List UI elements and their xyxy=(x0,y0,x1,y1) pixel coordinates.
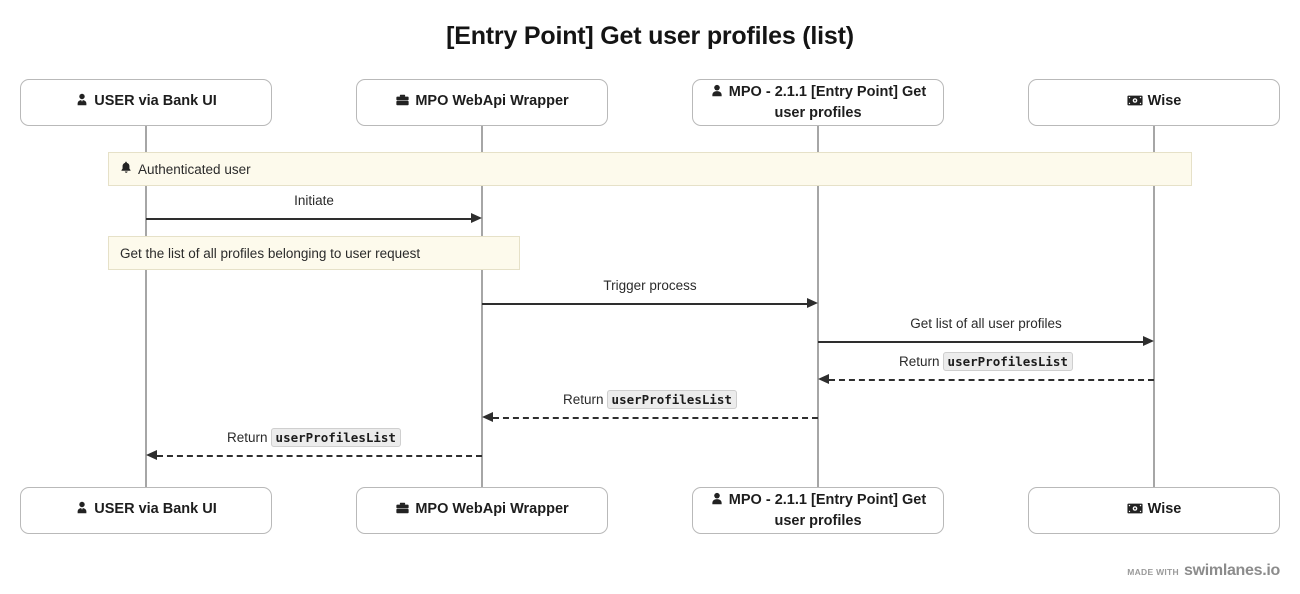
bell-icon xyxy=(120,161,132,177)
user-tie-icon xyxy=(75,93,89,113)
briefcase-icon xyxy=(395,93,410,113)
message-trigger-process-line xyxy=(482,303,807,305)
note-authenticated-user: Authenticated user xyxy=(108,152,1192,186)
message-return-profiles-wise-to-mpo-arrowhead xyxy=(818,374,829,384)
person-icon xyxy=(710,492,724,512)
participant-top-mpo[interactable]: MPO - 2.1.1 [Entry Point] Get user profi… xyxy=(692,79,944,126)
participant-top-wise-text: Wise xyxy=(1147,93,1182,109)
participant-bottom-user-label: USER via Bank UI xyxy=(75,500,217,521)
page-title: [Entry Point] Get user profiles (list) xyxy=(446,22,854,50)
message-initiate-line xyxy=(146,218,471,220)
briefcase-icon xyxy=(395,501,410,521)
message-trigger-process-arrowhead xyxy=(807,298,818,308)
note-authenticated-user-text: Authenticated user xyxy=(138,161,251,177)
message-return-profiles-mpo-to-wrapper-arrowhead xyxy=(482,412,493,422)
participant-top-wrapper[interactable]: MPO WebApi Wrapper xyxy=(356,79,608,126)
participant-bottom-mpo-text: MPO - 2.1.1 [Entry Point] Get user profi… xyxy=(728,491,927,529)
message-initiate-label: Initiate xyxy=(146,193,482,208)
lifeline-user xyxy=(145,126,147,487)
participant-top-wise[interactable]: Wise xyxy=(1028,79,1280,126)
participant-top-wrapper-label: MPO WebApi Wrapper xyxy=(395,92,569,113)
participant-top-mpo-text: MPO - 2.1.1 [Entry Point] Get user profi… xyxy=(728,83,927,121)
message-get-list-of-all-user-profiles-arrowhead xyxy=(1143,336,1154,346)
participant-bottom-user-text: USER via Bank UI xyxy=(94,501,217,517)
footer-made-with-text: MADE WITH xyxy=(1127,567,1179,577)
message-return-profiles-mpo-to-wrapper-token: userProfilesList xyxy=(606,390,737,409)
message-trigger-process-label: Trigger process xyxy=(482,278,818,293)
participant-bottom-mpo-label: MPO - 2.1.1 [Entry Point] Get user profi… xyxy=(701,491,935,531)
participant-bottom-mpo[interactable]: MPO - 2.1.1 [Entry Point] Get user profi… xyxy=(692,487,944,534)
message-return-profiles-wise-to-mpo-text: Return xyxy=(899,354,940,369)
message-trigger-process-text: Trigger process xyxy=(603,278,697,293)
participant-top-user[interactable]: USER via Bank UI xyxy=(20,79,272,126)
participant-bottom-wrapper-text: MPO WebApi Wrapper xyxy=(415,501,569,517)
message-initiate-arrowhead xyxy=(471,213,482,223)
footer-branding[interactable]: MADE WITH swimlanes.io xyxy=(1127,562,1280,580)
message-get-list-of-all-user-profiles-label: Get list of all user profiles xyxy=(818,316,1154,331)
participant-bottom-user[interactable]: USER via Bank UI xyxy=(20,487,272,534)
lifeline-mpo xyxy=(817,126,819,487)
banknote-icon xyxy=(1127,502,1143,521)
message-return-profiles-wise-to-mpo-line xyxy=(829,379,1154,381)
participant-top-user-text: USER via Bank UI xyxy=(94,93,217,109)
message-return-profiles-mpo-to-wrapper-text: Return xyxy=(563,392,604,407)
participant-bottom-wise-label: Wise xyxy=(1127,500,1182,521)
participant-top-user-label: USER via Bank UI xyxy=(75,92,217,113)
message-get-list-of-all-user-profiles-line xyxy=(818,341,1143,343)
banknote-icon xyxy=(1127,94,1143,113)
participant-top-mpo-label: MPO - 2.1.1 [Entry Point] Get user profi… xyxy=(701,83,935,123)
note-get-list-request-text: Get the list of all profiles belonging t… xyxy=(120,245,421,261)
participant-bottom-wrapper-label: MPO WebApi Wrapper xyxy=(395,500,569,521)
participant-top-wrapper-text: MPO WebApi Wrapper xyxy=(415,93,569,109)
message-return-profiles-wrapper-to-user-token: userProfilesList xyxy=(270,428,401,447)
message-return-profiles-wrapper-to-user-line xyxy=(157,455,482,457)
note-get-list-request: Get the list of all profiles belonging t… xyxy=(108,236,520,270)
person-icon xyxy=(710,84,724,104)
lifeline-wise xyxy=(1153,126,1155,487)
lifeline-wrapper xyxy=(481,126,483,487)
footer-brand-text: swimlanes.io xyxy=(1184,562,1280,579)
participant-bottom-wise[interactable]: Wise xyxy=(1028,487,1280,534)
message-return-profiles-wrapper-to-user-arrowhead xyxy=(146,450,157,460)
user-tie-icon xyxy=(75,501,89,521)
message-return-profiles-wrapper-to-user-text: Return xyxy=(227,430,268,445)
participant-bottom-wrapper[interactable]: MPO WebApi Wrapper xyxy=(356,487,608,534)
message-initiate-text: Initiate xyxy=(294,193,334,208)
message-return-profiles-mpo-to-wrapper-line xyxy=(493,417,818,419)
participant-bottom-wise-text: Wise xyxy=(1147,501,1182,517)
message-get-list-of-all-user-profiles-text: Get list of all user profiles xyxy=(910,316,1062,331)
participant-top-wise-label: Wise xyxy=(1127,92,1182,113)
message-return-profiles-wise-to-mpo-token: userProfilesList xyxy=(942,352,1073,371)
